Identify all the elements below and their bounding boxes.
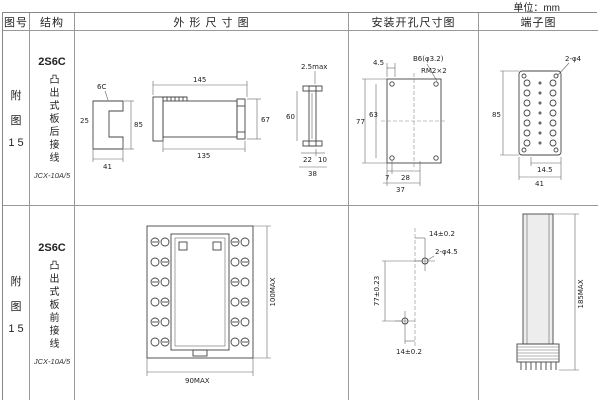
dim-85: 85 <box>492 111 501 119</box>
fig-number: 1 5 <box>8 137 24 149</box>
row1-mounting-drawing: 4.5 B6(φ3.2) RM2×2 <box>356 55 447 194</box>
dim-41: 41 <box>103 163 112 171</box>
header-mounting: 安装开孔尺寸图 <box>349 13 479 31</box>
row1-structure-cell: 2S6C 凸出式板后接线 JCX-10A/5 <box>30 31 75 206</box>
row1-mounting-cell: 4.5 B6(φ3.2) RM2×2 <box>349 31 479 206</box>
dim-100max: 100MAX <box>269 277 277 306</box>
row2-terminal-drawing: 185MAX <box>516 213 585 371</box>
dim-67: 67 <box>261 116 270 124</box>
dim-90max: 90MAX <box>185 377 210 385</box>
row2-outline-drawing: 100MAX 90MAX <box>146 225 277 385</box>
model-label: 2S6C <box>38 241 66 254</box>
dim-2phi45: 2-φ4.5 <box>435 248 458 256</box>
dim-41: 41 <box>535 180 544 188</box>
terminal-pins <box>520 362 557 370</box>
dim-85: 85 <box>134 121 143 129</box>
dim-185max: 185MAX <box>577 279 585 308</box>
header-fig-no: 图号 <box>3 13 30 31</box>
dim-4-5: 4.5 <box>373 59 384 67</box>
structure-desc: 凸出式板后接线 <box>47 74 58 165</box>
dim-77: 77 <box>356 118 365 126</box>
dim-77: 77±0.23 <box>373 276 381 306</box>
dim-14-bottom: 14±0.2 <box>396 348 422 356</box>
row1-outline-drawing: 6C 25 85 41 <box>80 63 327 178</box>
row2-outline-cell: 100MAX 90MAX <box>75 206 349 400</box>
row1-outline-cell: 6C 25 85 41 <box>75 31 349 206</box>
panel-cutout-view: 4.5 B6(φ3.2) RM2×2 <box>356 55 447 194</box>
row2-fig-cell: 附 图 1 5 <box>3 206 30 400</box>
dim-37: 37 <box>396 186 405 194</box>
dim-7: 7 <box>385 174 389 182</box>
dim-2phi4: 2-φ4 <box>565 55 582 63</box>
dim-38: 38 <box>308 170 317 178</box>
fig-char: 图 <box>10 300 22 313</box>
dim-6c: 6C <box>97 83 106 91</box>
header-outline: 外 形 尺 寸 图 <box>75 13 349 31</box>
fig-char: 图 <box>10 115 22 127</box>
dim-2-5max: 2.5max <box>301 63 327 71</box>
front-view: 100MAX 90MAX <box>146 225 277 385</box>
terminal-screws-left <box>150 237 170 347</box>
terminal-screws-right <box>230 237 250 347</box>
terminal-holes <box>523 79 557 147</box>
fig-char: 附 <box>10 90 22 102</box>
spec-table: 图号 结构 外 形 尺 寸 图 安装开孔尺寸图 端子图 附 图 1 5 2S6C… <box>2 12 598 400</box>
dim-145: 145 <box>193 76 206 84</box>
dim-25: 25 <box>80 117 89 125</box>
rear-bracket-view: 6C 25 85 41 <box>80 83 143 171</box>
header-terminal: 端子图 <box>479 13 598 31</box>
row1-fig-cell: 附 图 1 5 <box>3 31 30 206</box>
row1-terminal-cell: 2-φ4 <box>479 31 598 206</box>
dim-10: 10 <box>318 156 327 164</box>
dim-14-top: 14±0.2 <box>429 230 455 238</box>
dim-14-5: 14.5 <box>537 166 553 174</box>
dim-b6: B6(φ3.2) <box>413 55 444 63</box>
terminal-block-view: 2-φ4 <box>492 55 582 188</box>
dim-28: 28 <box>401 174 410 182</box>
row2-terminal-cell: 185MAX <box>479 206 598 400</box>
flange-edge-view: 2.5max 60 22 10 38 <box>286 63 327 178</box>
fig-number: 1 5 <box>8 322 24 335</box>
row2-mounting-cell: 14±0.2 2-φ4.5 77±0.23 14±0.2 <box>349 206 479 400</box>
type-label: JCX-10A/5 <box>33 356 71 366</box>
dim-135: 135 <box>197 152 210 160</box>
dim-63: 63 <box>369 111 378 119</box>
structure-desc: 凸出式板前接线 <box>47 259 58 351</box>
model-label: 2S6C <box>38 56 66 68</box>
type-label: JCX-10A/5 <box>33 171 71 180</box>
row2-structure-cell: 2S6C 凸出式板前接线 JCX-10A/5 <box>30 206 75 400</box>
drill-hole-view: 14±0.2 2-φ4.5 77±0.23 14±0.2 <box>373 228 458 356</box>
row1-terminal-drawing: 2-φ4 <box>492 55 582 188</box>
relay-side-silhouette: 185MAX <box>516 213 585 371</box>
dim-rm2x2: RM2×2 <box>421 67 447 75</box>
header-structure: 结构 <box>30 13 75 31</box>
relay-side-view: 145 135 67 <box>152 76 270 160</box>
row2-mounting-drawing: 14±0.2 2-φ4.5 77±0.23 14±0.2 <box>373 228 458 356</box>
dim-22: 22 <box>303 156 312 164</box>
fig-char: 附 <box>10 275 22 288</box>
unit-label: 单位：mm <box>513 3 560 14</box>
dim-60: 60 <box>286 113 295 121</box>
